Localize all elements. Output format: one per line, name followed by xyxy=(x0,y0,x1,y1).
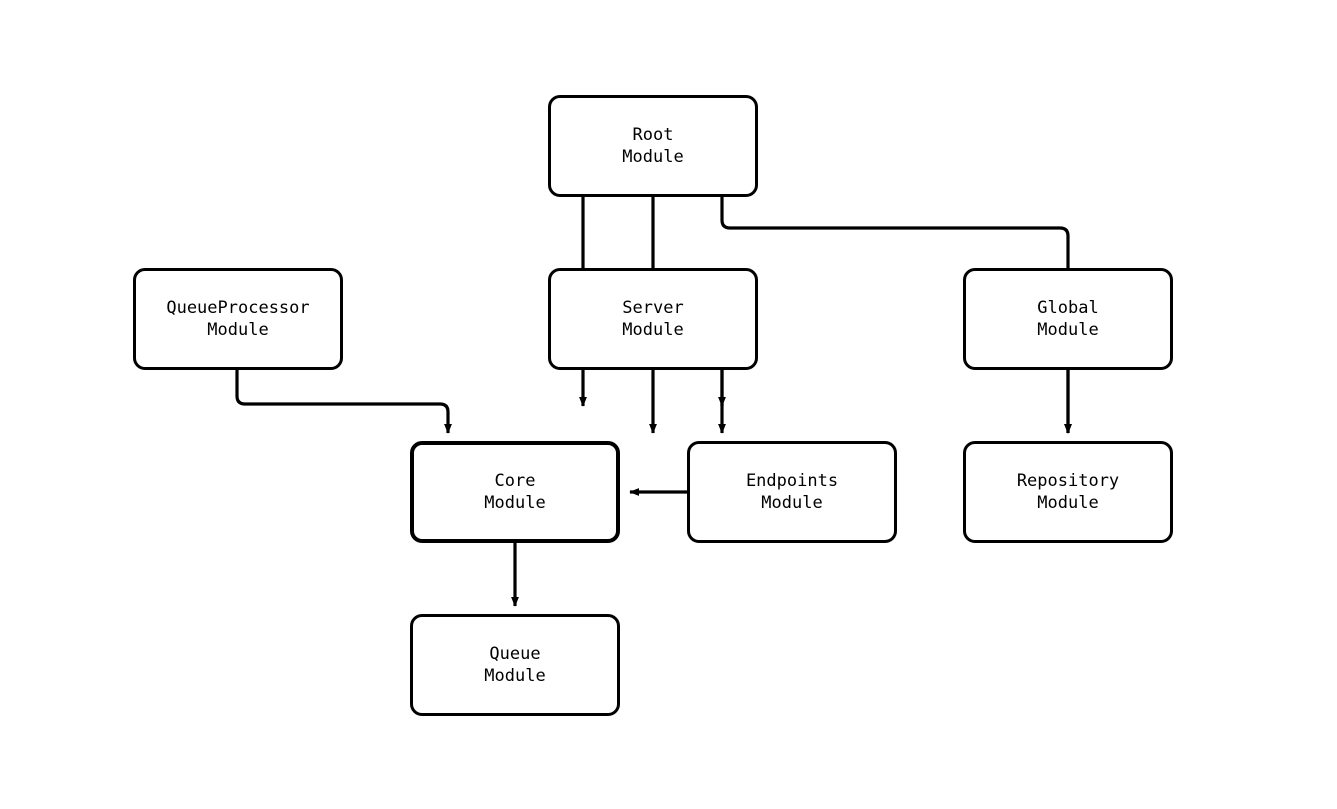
node-queue-line1: Queue xyxy=(489,644,541,664)
edge-root-to-global xyxy=(720,197,1072,434)
node-root[interactable]: Root Module xyxy=(548,95,758,197)
node-server-line1: Server xyxy=(622,298,684,318)
node-server-line2: Module xyxy=(622,320,684,340)
node-global[interactable]: Global Module xyxy=(963,268,1173,370)
node-endpoints-line2: Module xyxy=(761,493,823,513)
node-queue-line2: Module xyxy=(484,666,546,686)
node-core-line1: Core xyxy=(494,471,536,491)
node-queueprocessor-line2: Module xyxy=(207,320,269,340)
node-queueprocessor-line1: QueueProcessor xyxy=(166,298,310,318)
node-server[interactable]: Server Module xyxy=(548,268,758,370)
node-core[interactable]: Core Module xyxy=(410,441,620,543)
node-root-line1: Root xyxy=(632,125,674,145)
node-core-line2: Module xyxy=(484,493,546,513)
node-repository-line2: Module xyxy=(1037,493,1099,513)
node-root-line2: Module xyxy=(622,147,684,167)
node-global-line2: Module xyxy=(1037,320,1099,340)
node-endpoints[interactable]: Endpoints Module xyxy=(687,441,897,543)
node-repository-line1: Repository xyxy=(1016,471,1120,491)
node-repository[interactable]: Repository Module xyxy=(963,441,1173,543)
edge-queueprocessor-to-core xyxy=(235,370,452,434)
node-queue[interactable]: Queue Module xyxy=(410,614,620,716)
node-global-line1: Global xyxy=(1037,298,1099,318)
node-endpoints-line1: Endpoints xyxy=(745,471,839,491)
node-queueprocessor[interactable]: QueueProcessor Module xyxy=(133,268,343,370)
